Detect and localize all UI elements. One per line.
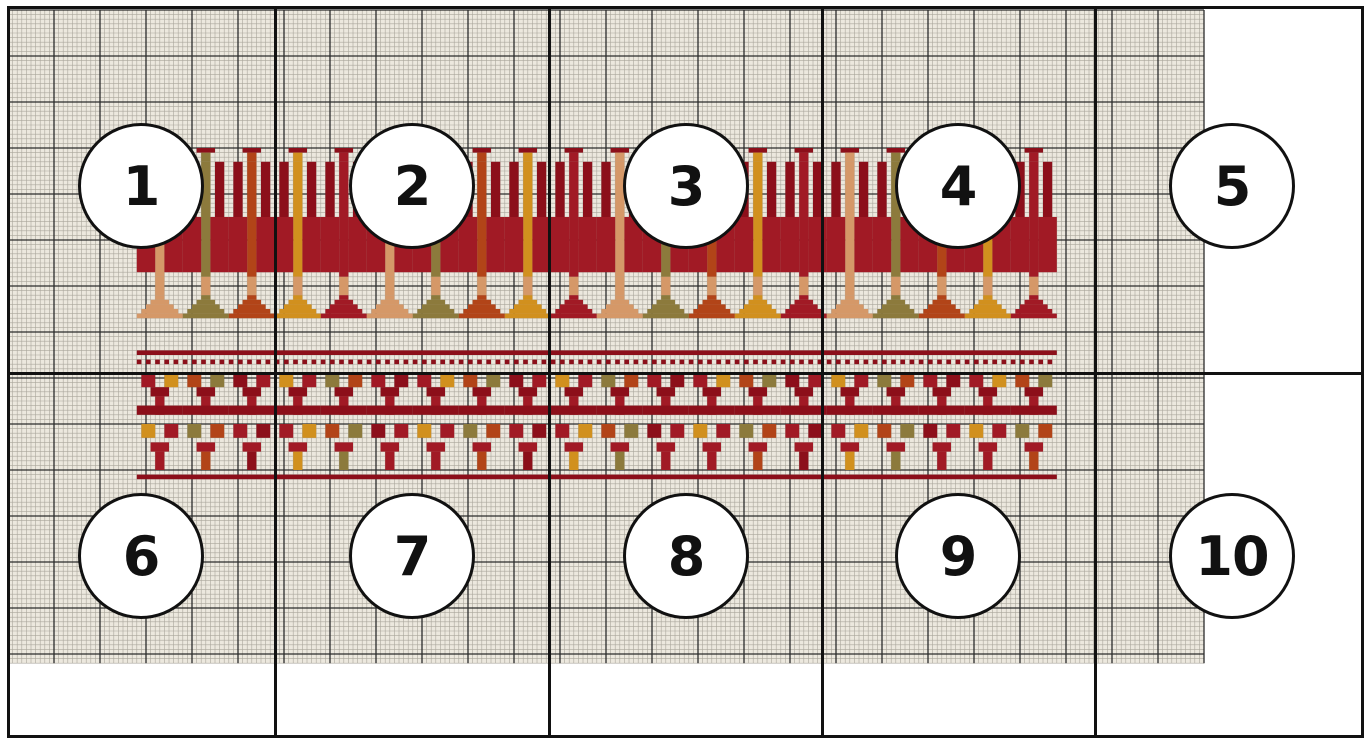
page-number-badge-7[interactable]: 7 xyxy=(349,493,475,619)
page-number-badge-8[interactable]: 8 xyxy=(623,493,749,619)
page-number-badge-4[interactable]: 4 xyxy=(895,123,1021,249)
page-number-badge-9[interactable]: 9 xyxy=(895,493,1021,619)
page-number-badge-3[interactable]: 3 xyxy=(623,123,749,249)
page-number-badge-1[interactable]: 1 xyxy=(78,123,204,249)
page-number-badge-5[interactable]: 5 xyxy=(1169,123,1295,249)
page-number-badge-2[interactable]: 2 xyxy=(349,123,475,249)
page-number-badge-10[interactable]: 10 xyxy=(1169,493,1295,619)
page-number-badge-6[interactable]: 6 xyxy=(78,493,204,619)
